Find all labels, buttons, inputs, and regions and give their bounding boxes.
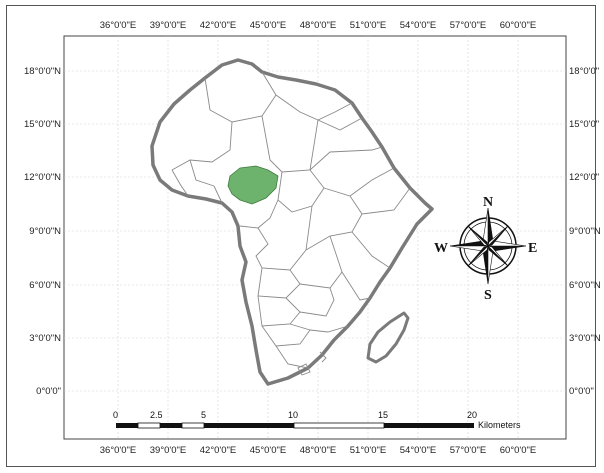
bottom-tick-labels: 36°0'0"E 39°0'0"E 42°0'0"E 45°0'0"E 48°0'0"E…	[100, 445, 536, 456]
bottom-tick-label-8: 60°0'0"E	[500, 445, 536, 456]
top-tick-label-5: 51°0'0"E	[350, 20, 386, 31]
bottom-tick-label-5: 51°0'0"E	[350, 445, 386, 456]
scale-label-15: 15	[378, 410, 388, 420]
right-tick-labels: 18°0'0" 15°0'0" 12°0'0" 9°0'0"N 6°0'0"N 3°0'0…	[569, 66, 601, 397]
scale-label-2-5: 2.5	[150, 410, 163, 420]
right-tick-label-0: 18°0'0"	[569, 66, 599, 77]
compass-rose: N S E W	[434, 195, 537, 303]
bottom-tick-label-6: 54°0'0"E	[400, 445, 436, 456]
bottom-tick-label-7: 57°0'0"E	[450, 445, 486, 456]
top-tick-label-4: 48°0'0"E	[300, 20, 336, 31]
top-tick-label-0: 36°0'0"E	[100, 20, 136, 31]
top-tick-label-7: 57°0'0"E	[450, 20, 486, 31]
left-tick-label-2: 12°0'0"N	[24, 172, 61, 183]
bottom-tick-label-2: 42°0'0"E	[200, 445, 236, 456]
left-tick-label-5: 3°0'0"N	[29, 333, 61, 344]
compass-n-label: N	[483, 195, 493, 210]
left-tick-labels: 18°0'0"N 15°0'0"N 12°0'0"N 9°0'0"N 6°0'0"N 3°…	[24, 66, 61, 397]
right-tick-label-3: 9°0'0"N	[569, 226, 601, 237]
compass-e-label: E	[528, 241, 537, 256]
right-tick-label-1: 15°0'0"	[569, 119, 599, 130]
right-tick-label-2: 12°0'0"	[569, 172, 599, 183]
nigeria-highlight	[227, 165, 279, 205]
top-tick-label-1: 39°0'0"E	[150, 20, 186, 31]
bottom-tick-label-3: 45°0'0"E	[250, 445, 286, 456]
top-tick-label-3: 45°0'0"E	[250, 20, 286, 31]
bottom-tick-label-4: 48°0'0"E	[300, 445, 336, 456]
scale-label-20: 20	[467, 410, 477, 420]
scale-unit-label: Kilometers	[478, 420, 521, 430]
right-tick-label-6: 0°0'0"	[569, 386, 594, 397]
left-tick-label-4: 6°0'0"N	[29, 280, 61, 291]
top-tick-label-2: 42°0'0"E	[200, 20, 236, 31]
scale-label-5: 5	[201, 410, 206, 420]
top-tick-label-8: 60°0'0"E	[500, 20, 536, 31]
left-tick-label-1: 15°0'0"N	[24, 119, 61, 130]
bottom-tick-label-1: 39°0'0"E	[150, 445, 186, 456]
left-tick-label-3: 9°0'0"N	[29, 226, 61, 237]
left-tick-label-6: 0°0'0"	[36, 386, 61, 397]
left-tick-label-0: 18°0'0"N	[24, 66, 61, 77]
right-tick-label-5: 3°0'0"N	[569, 333, 601, 344]
bottom-tick-label-0: 36°0'0"E	[100, 445, 136, 456]
country-borders	[171, 71, 411, 376]
scale-label-10: 10	[288, 410, 298, 420]
top-tick-labels: 36°0'0"E 39°0'0"E 42°0'0"E 45°0'0"E 48°0'0"E…	[100, 20, 536, 31]
madagascar	[366, 311, 410, 364]
scale-label-0: 0	[113, 410, 118, 420]
compass-s-label: S	[484, 288, 492, 303]
top-tick-label-6: 54°0'0"E	[400, 20, 436, 31]
scale-bar: 0 2.5 5 10 15 20 Kilometers	[113, 410, 521, 430]
compass-w-label: W	[434, 241, 448, 256]
right-tick-label-4: 6°0'0"N	[569, 280, 601, 291]
